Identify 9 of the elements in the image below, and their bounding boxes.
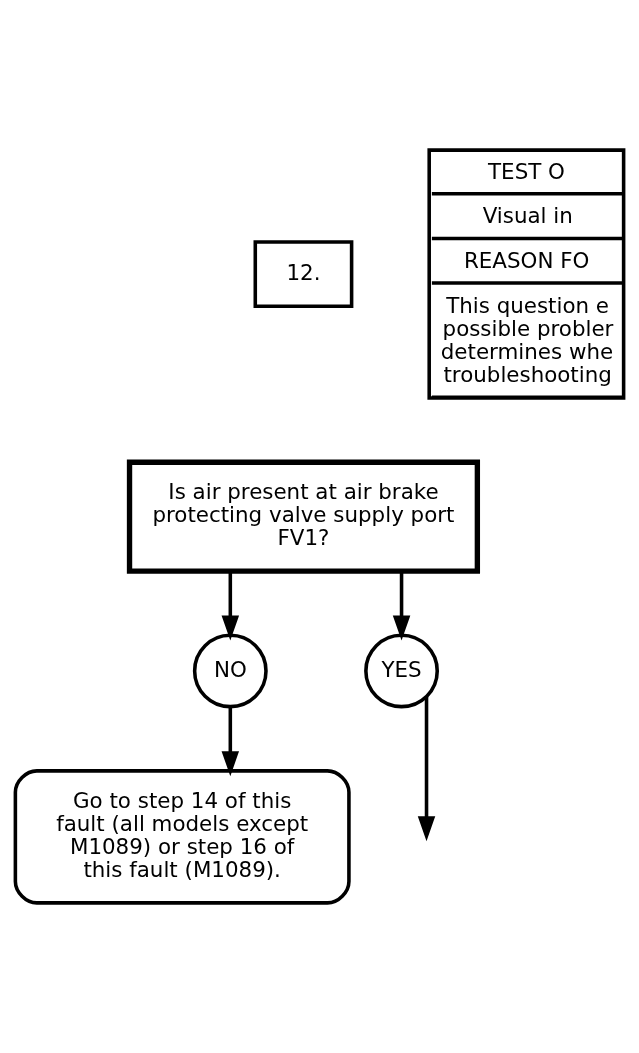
arrow xyxy=(221,571,240,641)
arrow xyxy=(221,707,240,777)
arrow xyxy=(392,571,411,641)
node-circle: YES xyxy=(364,633,439,709)
node-circle: NO xyxy=(192,633,268,709)
node-box: 12. xyxy=(253,240,354,308)
arrow xyxy=(417,696,436,842)
node-box: Go to step 14 of this fault (all models except M1089) or step 16 of this fault (M1089). xyxy=(13,769,351,905)
node-box: Is air present at air brake protecting valve supply port FV1? xyxy=(126,459,481,574)
